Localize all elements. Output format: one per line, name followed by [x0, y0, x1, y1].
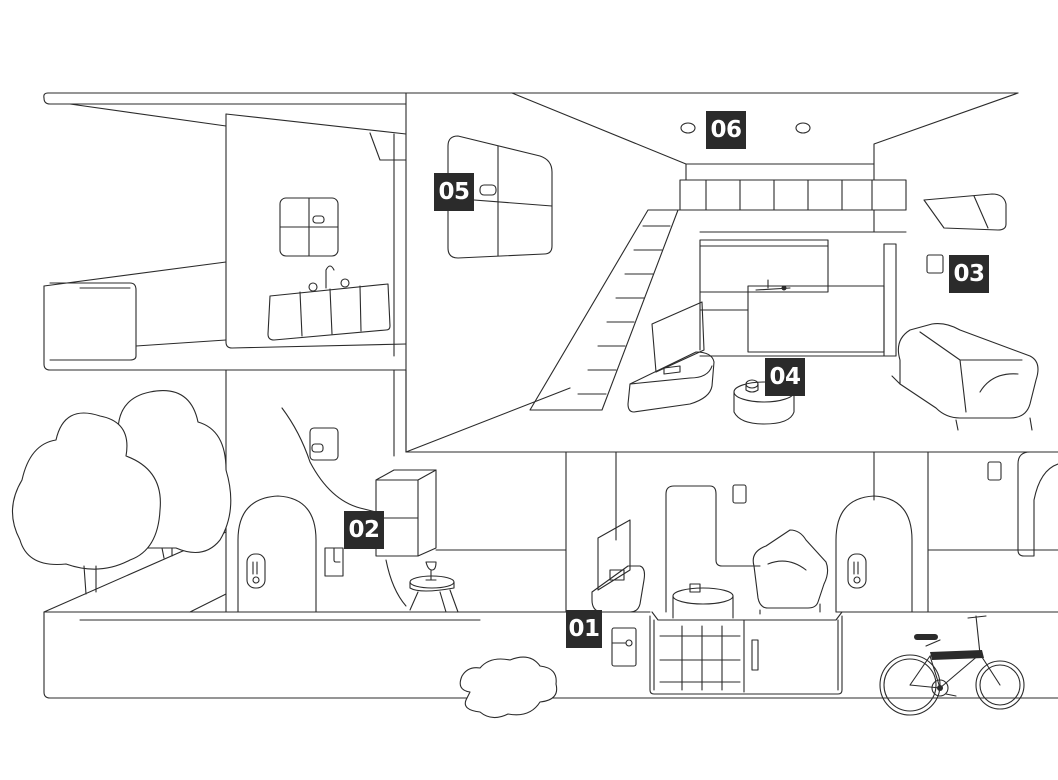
- ground-floor-center: [591, 451, 1058, 619]
- living-room-furniture: [627, 301, 1039, 431]
- bathroom: [267, 197, 391, 341]
- hotspot-marker-05[interactable]: 05: [434, 173, 474, 211]
- hotspot-marker-06[interactable]: 06: [706, 111, 746, 149]
- trees: [11, 390, 232, 595]
- hotspot-marker-02[interactable]: 02: [344, 511, 384, 549]
- hotspot-marker-01[interactable]: 01: [566, 610, 602, 648]
- house-shell: [43, 92, 1058, 699]
- under-floor: [459, 611, 843, 719]
- ceiling-and-loft: [447, 92, 1019, 411]
- entrance-area: [237, 407, 459, 613]
- bicycle: [879, 615, 1025, 716]
- hotspot-marker-04[interactable]: 04: [765, 358, 805, 396]
- hotspot-marker-03[interactable]: 03: [949, 255, 989, 293]
